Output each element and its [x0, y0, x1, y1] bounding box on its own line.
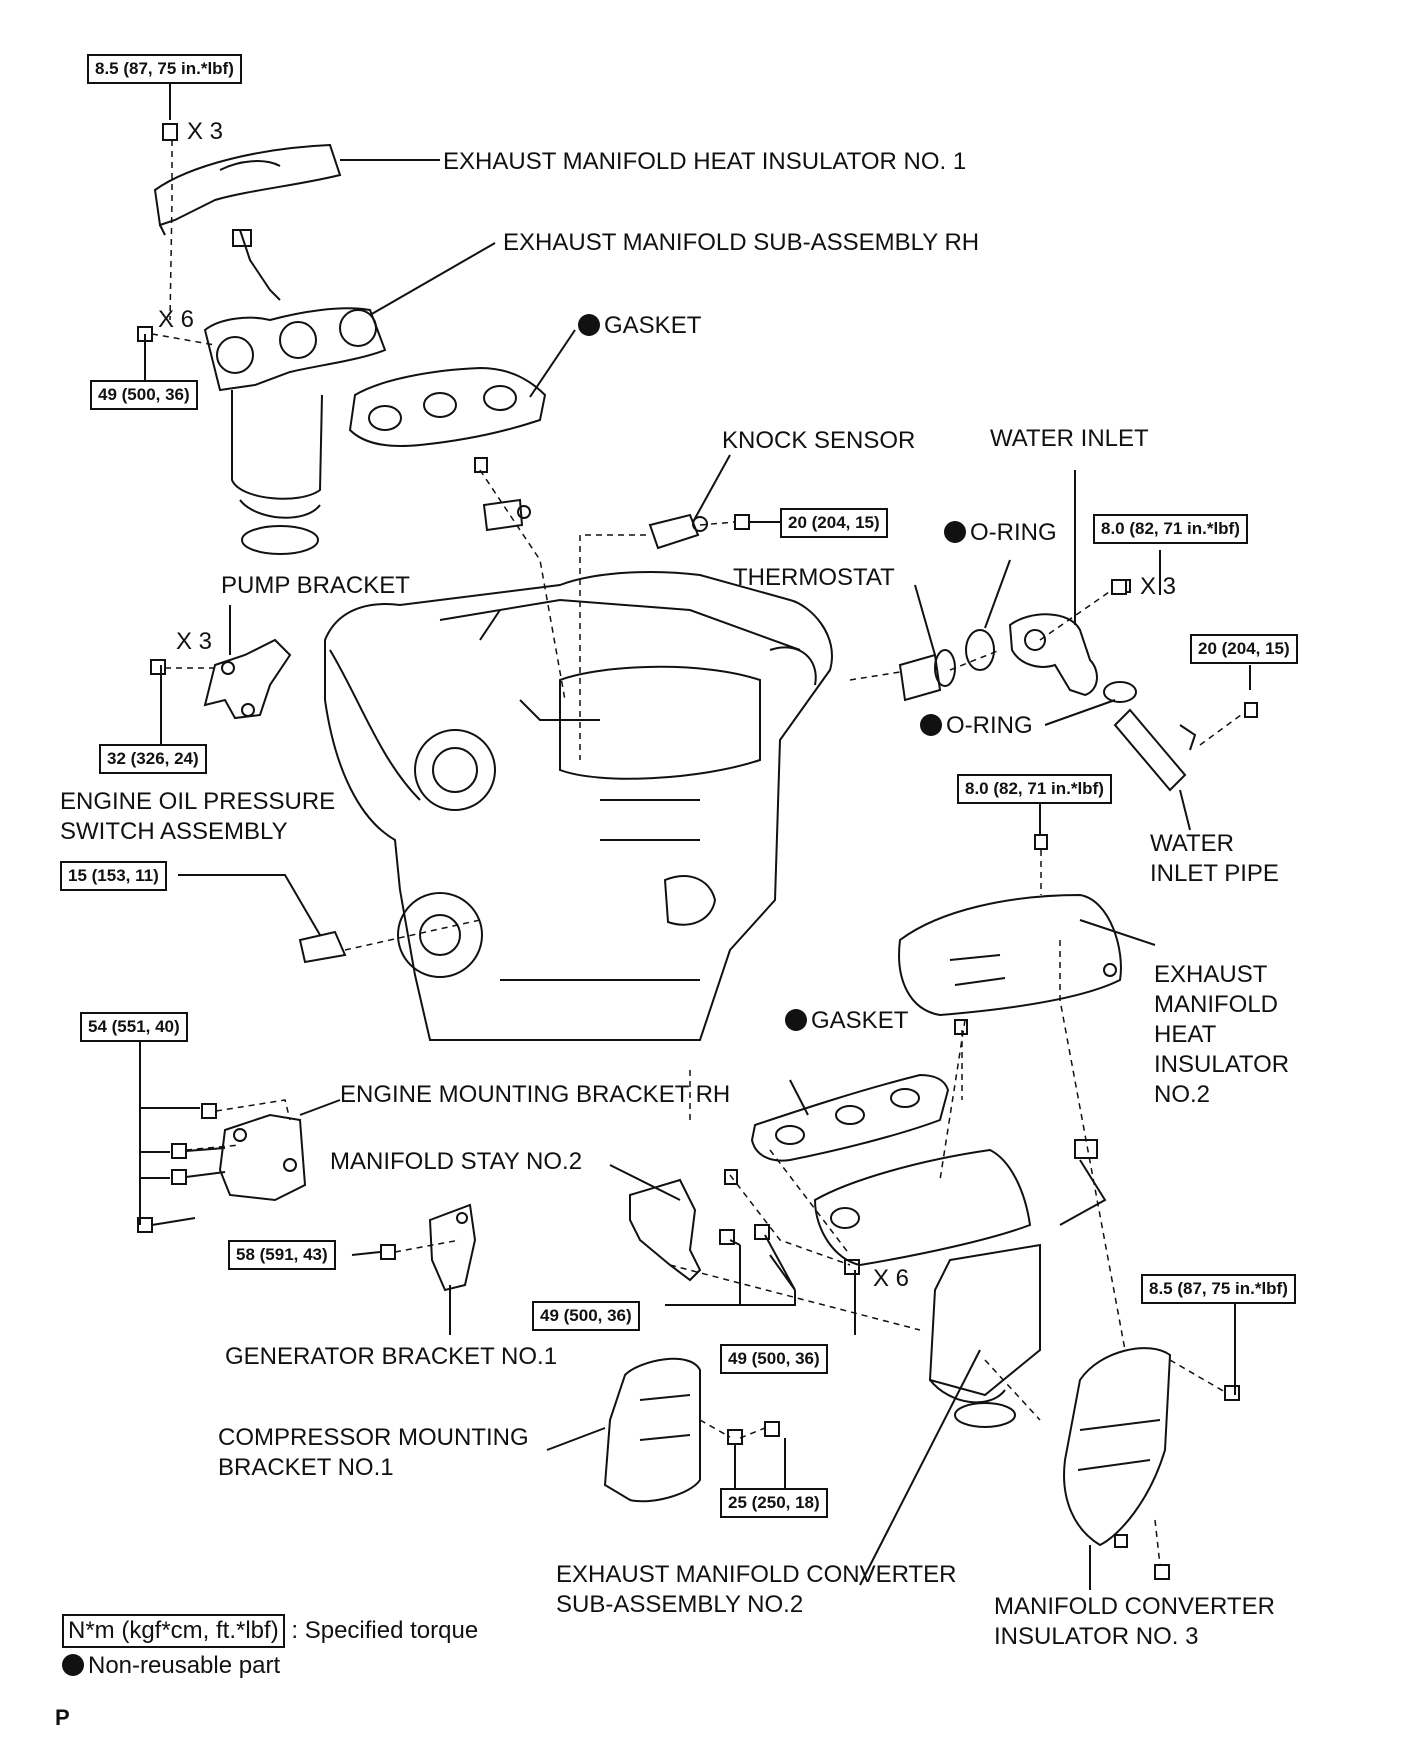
non-reusable-dot-icon [578, 314, 600, 336]
torque-oil-switch: 15 (153, 11) [60, 861, 167, 891]
torque-insulator-3: 8.5 (87, 75 in.*lbf) [1141, 1274, 1296, 1304]
label-generator-bracket: GENERATOR BRACKET NO.1 [225, 1343, 558, 1370]
bolt-icon [162, 123, 178, 141]
legend-nonreusable: Non-reusable part [62, 1650, 280, 1682]
label-water-inlet-pipe-1: WATER [1150, 830, 1234, 857]
gasket-lower-part [750, 1073, 950, 1162]
water-inlet-pipe-part [1113, 702, 1258, 792]
legend-torque-unit: N*m (kgf*cm, ft.*lbf) [62, 1614, 285, 1648]
torque-water-inlet: 8.0 (82, 71 in.*lbf) [1093, 514, 1248, 544]
legend-torque: N*m (kgf*cm, ft.*lbf) : Specified torque [62, 1614, 478, 1648]
label-gasket-upper: GASKET [578, 311, 701, 341]
non-reusable-dot-icon [944, 521, 966, 543]
torque-manifold-stay: 49 (500, 36) [532, 1301, 640, 1331]
qty-insulator-1: X 3 [187, 118, 224, 145]
o-ring-lower-part [1103, 681, 1137, 703]
label-exhaust-insulator-1: EXHAUST MANIFOLD HEAT INSULATOR NO. 1 [443, 148, 967, 175]
manifold-stay-part [629, 1169, 860, 1282]
converter-sub-assembly-part [813, 1139, 1107, 1428]
label-oil-pressure-switch-2: SWITCH ASSEMBLY [60, 818, 288, 845]
heat-insulator-2-part [898, 834, 1122, 1035]
label-converter-sub-2: SUB-ASSEMBLY NO.2 [556, 1591, 804, 1618]
oil-pressure-switch-part [298, 930, 347, 964]
qty-converter: X 6 [873, 1265, 910, 1292]
label-water-inlet: WATER INLET [990, 425, 1149, 452]
torque-mount-bracket: 54 (551, 40) [80, 1012, 188, 1042]
label-manifold-stay: MANIFOLD STAY NO.2 [330, 1148, 583, 1175]
legend-torque-text: : Specified torque [291, 1617, 479, 1644]
label-exhaust-insulator-2: EXHAUST MANIFOLD HEAT INSULATOR NO.2 [1154, 961, 1290, 1108]
torque-insulator-1: 8.5 (87, 75 in.*lbf) [87, 54, 242, 84]
generator-bracket-part [380, 1203, 477, 1292]
non-reusable-dot-icon [62, 1654, 84, 1676]
heat-insulator-1-part [153, 143, 342, 236]
compressor-bracket-part [603, 1357, 780, 1503]
label-o-ring-lower: O-RING [920, 711, 1033, 741]
torque-converter: 49 (500, 36) [720, 1344, 828, 1374]
pump-bracket-part [150, 638, 292, 720]
torque-manifold-rh: 49 (500, 36) [90, 380, 198, 410]
label-converter-insulator-2: INSULATOR NO. 3 [994, 1623, 1199, 1650]
label-pump-bracket: PUMP BRACKET [221, 572, 410, 599]
exhaust-manifold-rh-part [203, 229, 387, 555]
label-converter-insulator-1: MANIFOLD CONVERTER [994, 1593, 1275, 1620]
corner-mark: P [55, 1705, 70, 1730]
thermostat-part [898, 649, 956, 702]
label-compressor-bracket-1: COMPRESSOR MOUNTING [218, 1424, 529, 1451]
qty-water-inlet: X 3 [1140, 573, 1177, 600]
nut-icon [734, 514, 750, 530]
torque-insulator-2: 8.0 (82, 71 in.*lbf) [957, 774, 1112, 804]
non-reusable-dot-icon [785, 1009, 807, 1031]
qty-manifold-rh: X 6 [158, 306, 195, 333]
o-ring-upper-part [965, 629, 995, 671]
torque-compressor: 25 (250, 18) [720, 1488, 828, 1518]
label-gasket-lower: GASKET [785, 1006, 908, 1036]
torque-generator: 58 (591, 43) [228, 1240, 336, 1270]
label-thermostat: THERMOSTAT [733, 564, 895, 591]
legend-nonreusable-text: Non-reusable part [88, 1652, 281, 1679]
engine-block-part [324, 571, 833, 1041]
qty-pump-bracket: X 3 [176, 628, 213, 655]
label-exhaust-manifold-rh: EXHAUST MANIFOLD SUB-ASSEMBLY RH [503, 229, 980, 256]
torque-knock-sensor: 20 (204, 15) [780, 508, 888, 538]
label-oil-pressure-switch-1: ENGINE OIL PRESSURE [60, 788, 336, 815]
torque-pump-bracket: 32 (326, 24) [99, 744, 207, 774]
water-inlet-part [1008, 579, 1131, 697]
gasket-upper-part [348, 366, 547, 448]
converter-insulator-3-part [1063, 1347, 1240, 1580]
nut-icon [1111, 579, 1127, 595]
label-compressor-bracket-2: BRACKET NO.1 [218, 1454, 394, 1481]
label-knock-sensor: KNOCK SENSOR [722, 427, 916, 454]
engine-mounting-bracket-part [137, 1103, 307, 1233]
label-converter-sub-1: EXHAUST MANIFOLD CONVERTER [556, 1561, 957, 1588]
label-engine-mounting-bracket: ENGINE MOUNTING BRACKET RH [340, 1081, 731, 1108]
non-reusable-dot-icon [920, 714, 942, 736]
label-water-inlet-pipe-2: INLET PIPE [1150, 860, 1279, 887]
torque-water-pipe: 20 (204, 15) [1190, 634, 1298, 664]
label-o-ring-upper: O-RING [944, 518, 1057, 548]
